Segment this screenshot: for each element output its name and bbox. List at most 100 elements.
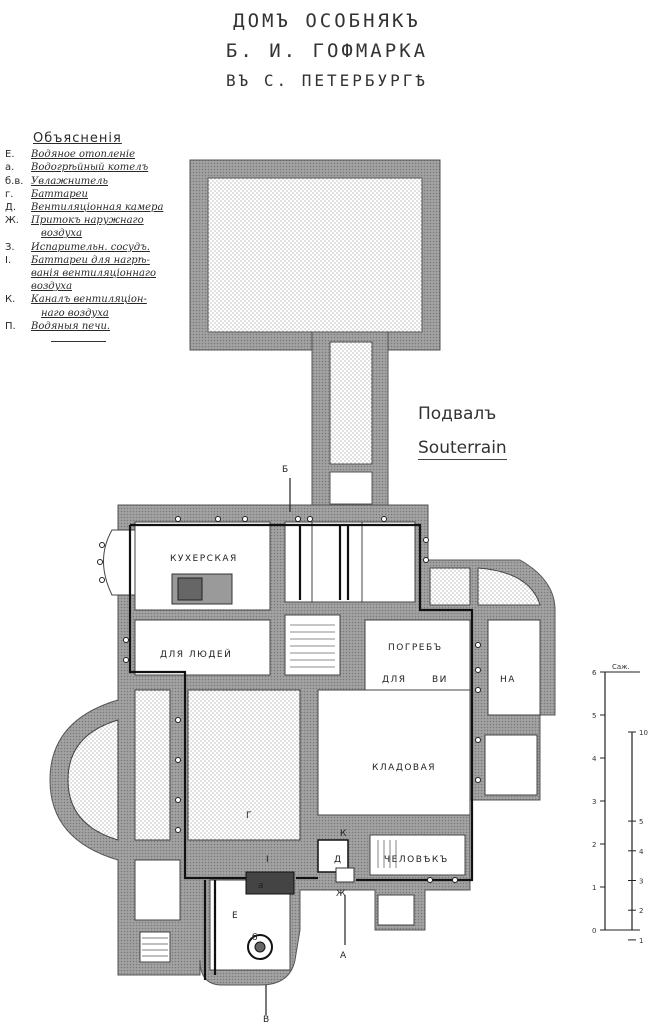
legend-row: К. Каналъ вентиляціон- [5, 293, 205, 306]
room-central-top [284, 521, 416, 603]
legend-text: Баттареи [31, 188, 88, 200]
label-wine-cellar-4: НА [500, 675, 516, 685]
legend-key: П. [5, 320, 16, 332]
scale-tick-label: 0 [592, 927, 596, 935]
room-small-bottom [377, 894, 415, 926]
section-label-ru: Подвалъ [418, 404, 497, 424]
legend-key: Ж. [5, 215, 19, 227]
legend-key: З. [5, 241, 15, 253]
stair-bottom-left-steps [142, 937, 168, 957]
legend-text: Вентиляціонная камера [31, 202, 164, 214]
label-wine-cellar-3: ВИ [432, 675, 448, 685]
room-wine-cellar-right [487, 619, 541, 716]
legend-text: Испарительн. сосудъ. [31, 241, 150, 253]
stair-steps [290, 624, 335, 668]
niche [429, 567, 471, 606]
marker-room-e: Е [232, 911, 238, 921]
hall-hatched [187, 689, 301, 841]
legend-key: І. [5, 254, 12, 266]
legend-rule [51, 341, 106, 343]
label-storeroom: КЛАДОВАЯ [372, 763, 436, 773]
label-kitchen: КУХЕРСКАЯ [170, 554, 238, 564]
legend-text: Водогрѣйный котелъ [31, 162, 149, 174]
legend-text: Водяное отопленіе [31, 149, 135, 161]
room-left-hatched [134, 689, 171, 841]
humidifier-core [254, 941, 266, 953]
legend-row: наго воздуха [5, 307, 205, 320]
radiators [97, 516, 481, 883]
legend-row: ванія вентиляціоннаго [5, 267, 205, 280]
marker-g: Г [246, 811, 252, 821]
man-room-stairs [377, 840, 397, 868]
marker-humid-b: б [252, 933, 258, 943]
scale-tick-label: 6 [592, 669, 597, 677]
legend-key: Д. [5, 202, 16, 214]
legend-row: воздуха [5, 280, 205, 293]
legend-text: Водяныя печи. [31, 320, 111, 332]
legend-key: а. [5, 162, 15, 174]
marker-k: К [340, 829, 347, 839]
marker-boiler-a: а [258, 881, 264, 891]
corridor-room [329, 471, 373, 505]
marker-b-top: Б [282, 465, 288, 475]
scale-tick-label: 1 [592, 884, 596, 892]
legend-row: Е. Водяное отопленіе [5, 148, 205, 161]
scale-tick-label: 5 [639, 818, 643, 826]
room-man [369, 834, 466, 876]
room-side [484, 734, 538, 796]
title-line-3: ВЪ С. ПЕТЕРБУРГѢ [225, 71, 429, 90]
legend-heading: Объясненія [33, 131, 122, 146]
marker-a: А [340, 951, 347, 961]
legend: Объясненія Е. Водяное отопленіе а. Водогрѣ… [5, 131, 205, 343]
legend-text: воздуха [41, 228, 83, 240]
legend-row: а. Водогрѣйный котелъ [5, 161, 205, 174]
room-wine-cellar [364, 619, 471, 696]
legend-key: Е. [5, 149, 15, 161]
legend-row: б.в. Увлажнитель [5, 175, 205, 188]
scale-tick-label: 2 [592, 841, 596, 849]
legend-text: воздуха [31, 281, 73, 293]
scale-tick-label: 2 [639, 907, 643, 915]
label-man: ЧЕЛОВѢКЪ [384, 855, 449, 865]
scale-unit: Саж. [612, 663, 630, 671]
kitchen-bay [103, 529, 136, 596]
boiler [245, 871, 295, 895]
scale-tick-label: 4 [639, 848, 644, 856]
legend-text: Каналъ вентиляціон- [31, 294, 147, 306]
title-line-2: Б. И. ГОФМАРКА [225, 40, 429, 62]
corner-niche [477, 567, 541, 606]
legend-text: наго воздуха [41, 307, 109, 319]
legend-row: Д. Вентиляціонная камера [5, 201, 205, 214]
legend-text: Притокъ наружнаго [31, 215, 144, 227]
legend-row: З. Испарительн. сосудъ. [5, 241, 205, 254]
legend-row: воздуха [5, 227, 205, 240]
marker-v: В [263, 1015, 269, 1024]
rotunda [67, 719, 119, 841]
heating-pipes [128, 523, 474, 980]
plan-title: ДОМЪ ОСОБНЯКЪ Б. И. ГОФМАРКА ВЪ С. ПЕТЕР… [0, 6, 654, 96]
legend-text: Баттареи для нагрѣ- [31, 254, 150, 266]
stove-firebox [177, 577, 203, 601]
label-wine-cellar-2: ДЛЯ [382, 675, 407, 685]
stair-bottom-left [139, 931, 171, 963]
air-intake [335, 867, 355, 883]
legend-text: Увлажнитель [31, 175, 108, 187]
label-wine-cellar-1: ПОГРЕБЪ [388, 643, 443, 653]
staircase [284, 614, 341, 676]
legend-row: г.Баттареи [5, 188, 205, 201]
room-storeroom [317, 689, 471, 816]
vent-chamber [317, 839, 349, 873]
marker-zh: Ж [336, 889, 346, 899]
title-line-1: ДОМЪ ОСОБНЯКЪ [233, 10, 421, 32]
scale-tick-label: 1 [639, 937, 643, 945]
scale-tick-label: 3 [639, 878, 643, 886]
scale-bar [604, 671, 640, 931]
scale-tick-label: 5 [592, 712, 596, 720]
section-label-fr: Souterrain [418, 438, 507, 460]
legend-key: К. [5, 294, 16, 306]
legend-row: П. Водяныя печи. [5, 320, 205, 333]
marker-d: Д [334, 855, 341, 865]
legend-key: б.в. [5, 175, 24, 187]
